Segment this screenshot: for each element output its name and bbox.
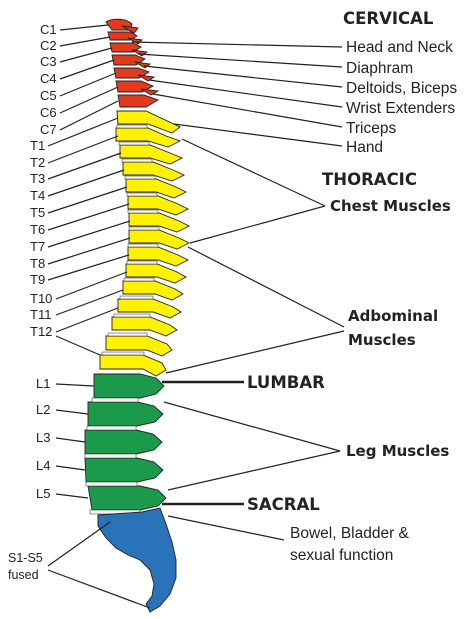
function-leg-muscles: Leg Muscles <box>346 442 449 460</box>
cervical-label-leaders <box>60 25 118 130</box>
label-t12: T12 <box>30 324 52 339</box>
label-c4: C4 <box>40 71 57 86</box>
function-bowel-bladder: Bowel, Bladder & <box>290 525 410 542</box>
abdominal-leaders <box>166 247 344 373</box>
label-fused: fused <box>8 568 39 582</box>
label-c2: C2 <box>40 38 57 53</box>
function-wrist-extenders: Wrist Extenders <box>346 100 455 117</box>
function-sexual: sexual function <box>290 547 393 564</box>
function-triceps: Triceps <box>346 120 396 137</box>
label-l2: L2 <box>36 402 50 417</box>
label-t5: T5 <box>30 205 45 220</box>
function-diaphram: Diaphram <box>346 60 413 77</box>
function-abdominal-1: Adbominal <box>348 307 438 325</box>
leg-leaders <box>164 402 340 490</box>
cervical-functions: Head and Neck Diaphram Deltoids, Biceps … <box>346 39 457 156</box>
label-t6: T6 <box>30 222 45 237</box>
sacral-function-leader <box>168 516 284 540</box>
sacrum <box>98 508 176 612</box>
label-t8: T8 <box>30 256 45 271</box>
lumbar-labels: L1 L2 L3 L4 L5 <box>36 376 50 501</box>
spine-column <box>85 19 189 612</box>
label-l4: L4 <box>36 458 50 473</box>
label-t2: T2 <box>30 155 45 170</box>
label-l5: L5 <box>36 486 50 501</box>
label-l1: L1 <box>36 376 50 391</box>
label-t7: T7 <box>30 239 45 254</box>
thoracic-labels: T1 T2 T3 T4 T5 T6 T7 T8 T9 T10 T11 T12 <box>30 138 52 339</box>
lumbar-title: LUMBAR <box>247 373 325 392</box>
sacral-title: SACRAL <box>247 495 320 514</box>
chest-leaders <box>182 139 325 243</box>
label-c5: C5 <box>40 88 57 103</box>
label-t1: T1 <box>30 138 45 153</box>
function-deltoids-biceps: Deltoids, Biceps <box>346 80 457 97</box>
label-c3: C3 <box>40 54 57 69</box>
cervical-vertebrae <box>106 19 158 107</box>
label-c1: C1 <box>40 22 57 37</box>
function-chest-muscles: Chest Muscles <box>330 197 451 215</box>
label-c6: C6 <box>40 105 57 120</box>
label-t4: T4 <box>30 188 45 203</box>
label-l3: L3 <box>36 430 50 445</box>
function-abdominal-2: Muscles <box>348 331 416 349</box>
thoracic-title: THORACIC <box>322 170 417 189</box>
cervical-title: CERVICAL <box>343 9 434 28</box>
function-hand: Hand <box>346 139 383 156</box>
label-c7: C7 <box>40 122 57 137</box>
label-t9: T9 <box>30 272 45 287</box>
cervical-function-leaders <box>132 42 342 146</box>
function-head-neck: Head and Neck <box>346 39 453 56</box>
label-s1-s5: S1-S5 <box>8 551 43 565</box>
label-t10: T10 <box>30 291 52 306</box>
lumbar-vertebrae <box>85 374 166 510</box>
label-t11: T11 <box>30 307 51 322</box>
label-t3: T3 <box>30 171 45 186</box>
cervical-labels: C1 C2 C3 C4 C5 C6 C7 <box>40 22 57 137</box>
